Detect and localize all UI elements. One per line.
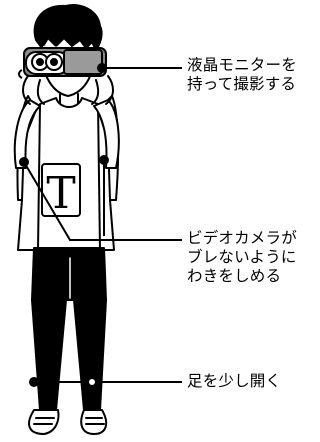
callout-elbows-line-1: ビデオカメラが [187,229,297,247]
left-shoe [28,409,60,435]
callout-elbows: ビデオカメラが ブレないように わきをしめる [187,229,297,286]
shirt-letter: T [46,168,75,219]
callout-elbows-line-3: わきをしめる [187,267,282,285]
callout-feet-line-1: 足を少し開く [187,372,282,390]
callout-feet: 足を少し開く [187,372,281,391]
right-arm [93,99,120,169]
pants [31,247,107,411]
callout-monitor: 液晶モニターを 持って撮影する [187,56,297,94]
hair [33,4,103,51]
callout-monitor-line-2: 持って撮影する [187,75,297,93]
right-shoe [80,409,108,435]
leader-elbow-left [23,161,182,241]
left-arm [13,99,41,169]
video-camera [18,47,107,79]
leader-lines [19,63,182,387]
callout-monitor-line-1: 液晶モニターを [187,56,297,74]
callout-elbows-line-2: ブレないように [187,248,297,266]
shirt-letter-box [41,163,81,217]
